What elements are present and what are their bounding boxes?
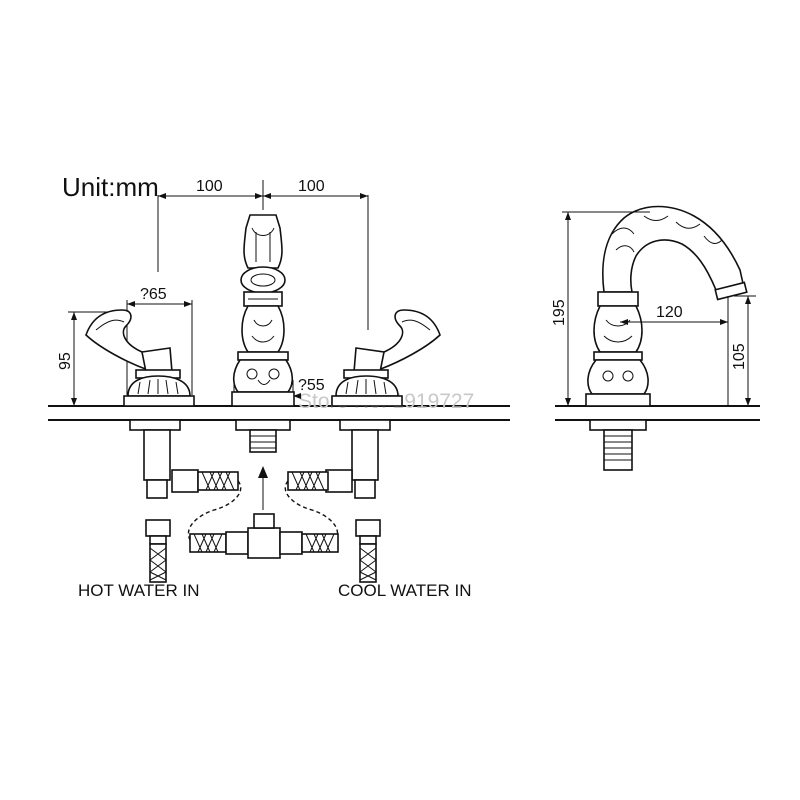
side-view-spout (585, 205, 748, 471)
spout-height-dimension (734, 295, 756, 406)
handle-height-dimension (68, 311, 112, 407)
cool-water-label: COOL WATER IN (338, 581, 472, 600)
tee-connector (189, 513, 339, 559)
spout-reach-dimension (620, 296, 729, 406)
right-spacing-label: 100 (298, 178, 325, 195)
left-valve-body (129, 419, 239, 499)
hot-water-label: HOT WATER IN (78, 581, 200, 600)
left-handle (85, 309, 195, 407)
spout-diameter-label: ?55 (298, 377, 325, 394)
total-height-label: 195 (551, 299, 568, 326)
right-handle (331, 309, 441, 407)
right-valve-body (287, 419, 391, 499)
cool-inlet-hose (355, 519, 381, 583)
handle-height-label: 95 (57, 352, 74, 370)
handle-diameter-label: ?65 (140, 286, 167, 303)
hose-connections (187, 480, 339, 541)
left-spacing-label: 100 (196, 178, 223, 195)
spacing-dimension (157, 180, 369, 330)
unit-label: Unit:mm (62, 172, 159, 202)
total-height-dimension (562, 211, 650, 406)
center-spout (231, 214, 295, 407)
spout-height-label: 105 (731, 343, 748, 370)
center-shank (235, 419, 291, 453)
spout-reach-label: 120 (656, 304, 683, 321)
flow-arrow (258, 466, 268, 510)
hot-inlet-hose (145, 519, 171, 583)
